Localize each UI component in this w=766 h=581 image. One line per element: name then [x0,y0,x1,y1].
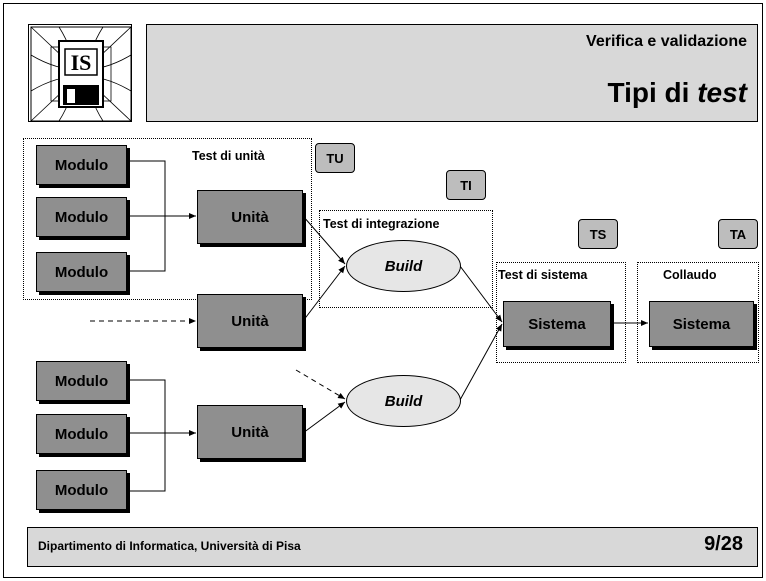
build-label: Build [384,392,423,410]
sistema-label: Sistema [528,315,586,333]
tag-ta: TA [718,219,758,249]
sistema-box: Sistema [503,301,611,347]
tag-ti: TI [446,170,486,200]
module-box: Modulo [36,470,127,510]
module-label: Modulo [54,372,109,390]
footer-bar: Dipartimento di Informatica, Università … [27,527,758,567]
slide-title-plain: Tipi di [607,77,690,108]
label-collaudo: Collaudo [663,268,717,282]
footer-affiliation: Dipartimento di Informatica, Università … [38,539,301,553]
unit-box: Unità [197,190,303,244]
module-box: Modulo [36,252,127,292]
unit-label: Unità [231,208,269,226]
sistema-label: Sistema [672,315,731,333]
label-test-integrazione: Test di integrazione [323,217,440,231]
is-logo: IS [28,24,132,122]
unit-label: Unità [231,423,269,441]
module-label: Modulo [54,425,109,443]
tag-tu: TU [315,143,355,173]
unit-label: Unità [231,312,269,330]
build-ellipse: Build [346,240,461,292]
unit-box: Unità [197,405,303,459]
group-test-sistema [496,262,626,363]
module-box: Modulo [36,145,127,185]
slide-frame [3,3,763,578]
label-test-unita: Test di unità [192,149,265,163]
build-ellipse: Build [346,375,461,427]
floppy-disk-icon: IS [30,26,132,122]
page-number: 9/28 [704,533,743,555]
module-label: Modulo [54,263,109,281]
group-test-unita [23,138,312,300]
group-test-integrazione [319,210,493,308]
slide-title: Tipi di test [608,77,748,109]
header-banner: Verifica e validazione Tipi di test [146,24,758,122]
label-test-sistema: Test di sistema [498,268,588,282]
module-label: Modulo [54,481,109,499]
slide-title-italic: test [697,77,747,108]
tag-ts: TS [578,219,618,249]
module-box: Modulo [36,361,127,401]
module-label: Modulo [54,208,109,226]
sistema-collaudo-box: Sistema [649,301,754,347]
build-label: Build [384,257,423,275]
slide-subtitle: Verifica e validazione [586,33,747,50]
unit-box: Unità [197,294,303,348]
logo-text: IS [71,50,92,75]
module-label: Modulo [54,156,109,174]
group-collaudo [637,262,759,363]
module-box: Modulo [36,414,127,454]
module-box: Modulo [36,197,127,237]
